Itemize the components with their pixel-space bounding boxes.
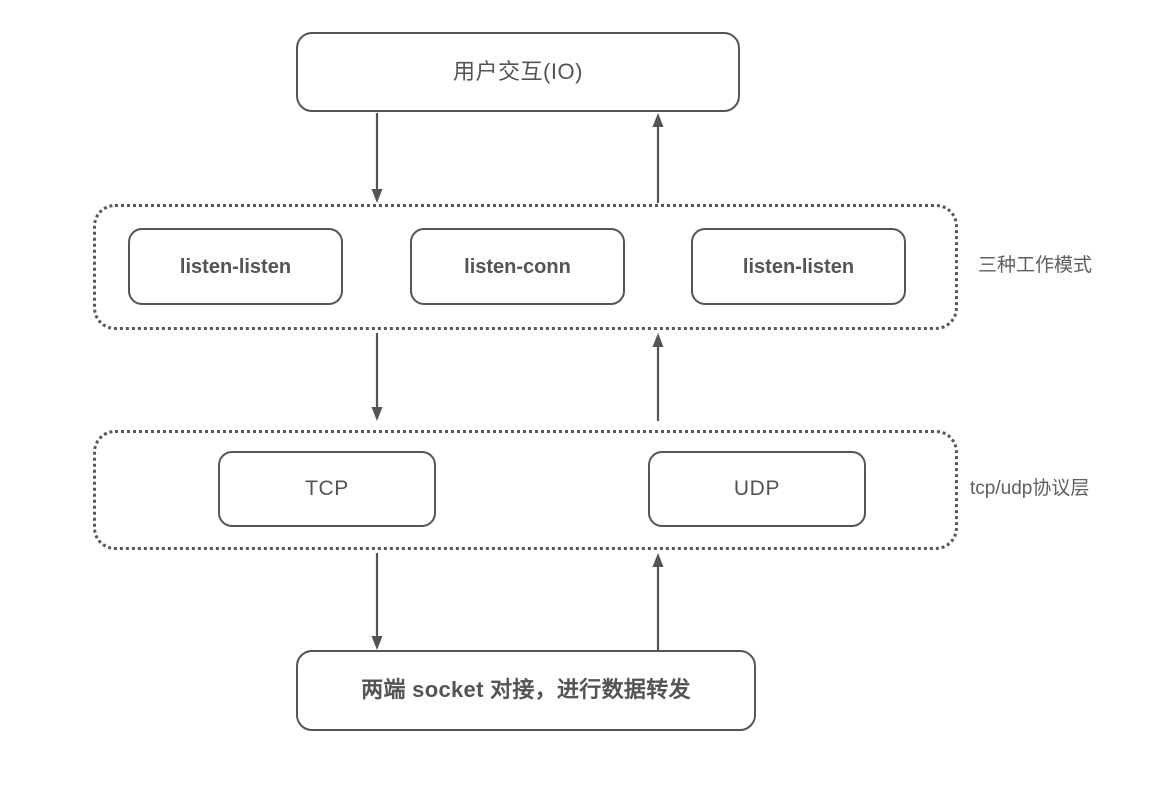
group-working-modes	[93, 204, 958, 330]
mode-box-listen-listen-2: listen-listen	[691, 228, 906, 305]
mode-box-label: listen-listen	[742, 255, 855, 278]
arrow-protocol-to-modes	[652, 333, 664, 421]
side-label-working-modes: 三种工作模式	[978, 255, 1093, 276]
node-user-interaction-label: 用户交互(IO)	[453, 58, 583, 84]
mode-box-label: listen-listen	[179, 255, 292, 278]
protocol-box-label: UDP	[733, 477, 781, 501]
protocol-box-udp: UDP	[648, 451, 866, 527]
node-user-interaction: 用户交互(IO)	[296, 32, 740, 112]
protocol-box-tcp: TCP	[218, 451, 436, 527]
mode-box-label: listen-conn	[464, 255, 571, 278]
node-socket-forwarding-label: 两端 socket 对接，进行数据转发	[361, 677, 691, 703]
arrow-protocol-to-socket	[371, 553, 383, 650]
node-socket-forwarding: 两端 socket 对接，进行数据转发	[296, 650, 756, 731]
arrow-socket-to-protocol	[652, 553, 664, 650]
protocol-box-label: TCP	[305, 477, 349, 501]
group-protocol-layer	[93, 430, 958, 550]
side-label-protocol-layer: tcp/udp协议层	[970, 478, 1090, 499]
mode-box-listen-listen-1: listen-listen	[128, 228, 343, 305]
arrow-io-to-modes	[371, 113, 383, 203]
arrow-modes-to-io	[652, 113, 664, 203]
mode-box-listen-conn: listen-conn	[410, 228, 625, 305]
arrow-modes-to-protocol	[371, 333, 383, 421]
